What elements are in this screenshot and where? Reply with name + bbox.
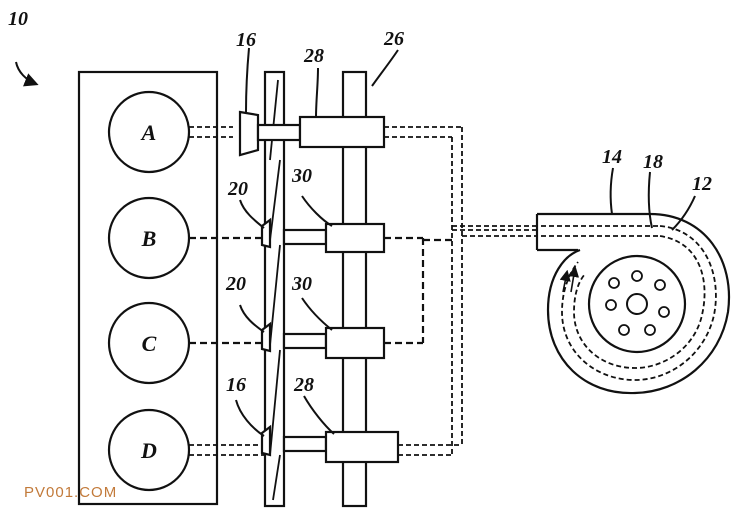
label-26: 26 [383,28,404,50]
engine-block [77,70,219,506]
label-14: 14 [602,146,622,168]
actuator-30-mid1 [324,222,386,254]
actuators [256,115,400,464]
label-18: 18 [643,151,663,173]
label-12: 12 [692,173,712,195]
label-16-top: 16 [236,29,256,51]
actuator-30-mid2 [324,326,386,360]
turbine-wheel [587,254,687,354]
actuator-28-top [298,115,386,149]
valve-20-mid1 [260,217,272,249]
actuator-28-bottom [324,430,400,464]
leader-lines [15,47,696,437]
label-28-bottom: 28 [293,374,314,396]
turbine [535,212,731,395]
valve-16-top [238,110,260,157]
cylinder-c-label: C [142,331,157,356]
watermark: PV001.COM [24,484,117,501]
label-10: 10 [8,8,28,30]
cylinder-b-label: B [141,226,157,251]
exhaust-lines [189,126,537,456]
label-20-mid1: 20 [227,178,248,200]
valves [238,110,272,457]
shaft [341,70,368,508]
valve-rail [263,70,286,508]
valve-16-bottom [260,424,272,457]
cylinder-a-label: A [140,120,157,145]
rail-hatching [269,79,281,501]
label-20-mid2: 20 [225,273,246,295]
cylinder-d-label: D [140,438,157,463]
label-30-mid2: 30 [291,273,312,295]
valve-20-mid2 [260,321,272,353]
cylinders [107,90,191,492]
inner-exhaust-lines [189,236,452,345]
label-16-bottom: 16 [226,374,246,396]
label-28-top: 28 [303,45,324,67]
cylinder-a [107,90,191,174]
label-30-mid1: 30 [291,165,312,187]
cylinder-d [107,408,191,492]
